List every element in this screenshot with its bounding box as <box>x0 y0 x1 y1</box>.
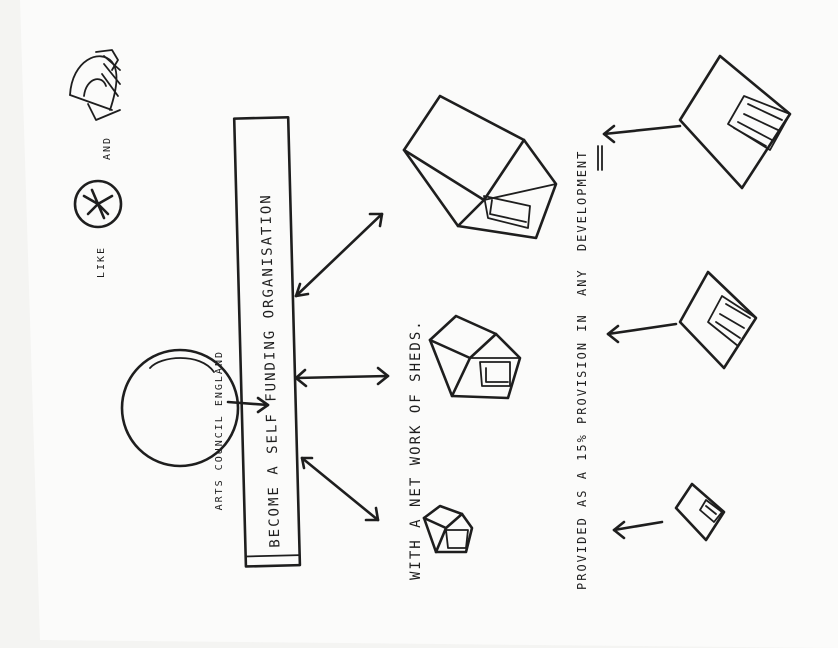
and-label: AND <box>102 136 113 160</box>
arts-council-label: ARTS COUNCIL ENGLAND <box>214 350 225 510</box>
like-label: LIKE <box>96 246 107 278</box>
paper-shadow <box>20 0 838 648</box>
network-of-sheds-label: WITH A NET WORK OF SHEDS. <box>408 319 424 580</box>
provision-label: PROVIDED AS A 15% PROVISION IN ANY DEVEL… <box>575 150 589 590</box>
